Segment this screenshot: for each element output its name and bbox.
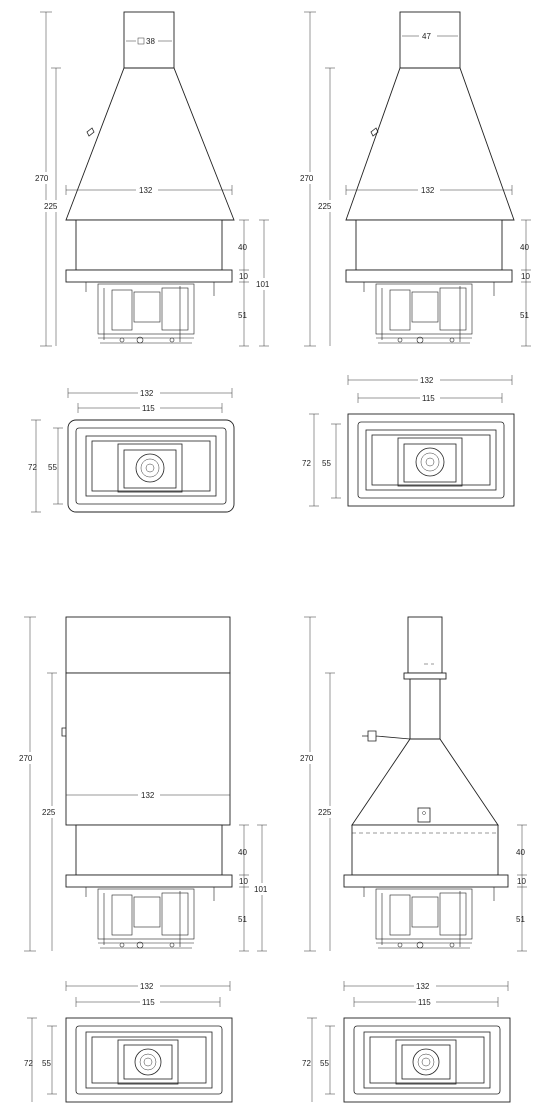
firebox-height-label: 101 (254, 885, 268, 894)
dim-lower-label: 51 (516, 915, 525, 924)
total-height-label: 270 (300, 174, 314, 183)
plan-outer-depth-label: 72 (302, 1059, 311, 1068)
dim-mid-label: 10 (521, 272, 530, 281)
conical-hood (65, 67, 235, 221)
dim-mid-label: 10 (517, 877, 526, 886)
plan-view-1: 132 115 72 55 (28, 387, 235, 513)
hood-bracket (417, 807, 431, 823)
flue-size-label: 38 (146, 37, 155, 46)
hood-height-label: 225 (318, 202, 332, 211)
firebox-mechanism (363, 282, 495, 344)
flue-pipe (123, 11, 175, 69)
hood-height-label: 225 (44, 202, 58, 211)
firebox-body (75, 824, 223, 876)
plan-outer-depth-label: 72 (28, 463, 37, 472)
square-symbol-icon (137, 37, 145, 45)
hood-width-label: 132 (139, 186, 153, 195)
lower-flue-pipe (409, 678, 441, 740)
flue-width-label: 47 (422, 32, 431, 41)
total-height-label: 270 (19, 754, 33, 763)
elevation-conical-hood-2: 47 132 270 225 40 10 51 (298, 11, 531, 347)
firebox-body (75, 219, 223, 271)
plan-view-4: 132 115 72 55 (302, 980, 511, 1103)
hearth-shelf (343, 874, 509, 888)
plan-outline (65, 1017, 233, 1103)
firebox-body (351, 824, 499, 876)
dim-lower-label: 51 (238, 311, 247, 320)
plan-outline (347, 413, 515, 507)
plan-outline (67, 419, 235, 513)
hearth-shelf (65, 874, 233, 888)
grate-icon (412, 1048, 440, 1076)
firebox-height-label: 101 (256, 280, 270, 289)
plan-inner-width-label: 115 (418, 998, 431, 1007)
dim-mid-label: 10 (239, 272, 248, 281)
elevation-chimney-hood: 270 225 40 10 51 (298, 616, 527, 952)
hood-handle-icon (61, 727, 66, 737)
dim-mid-label: 10 (239, 877, 248, 886)
upper-flue-pipe (407, 616, 443, 674)
plan-view-2: 132 115 72 55 (302, 374, 515, 507)
firebox-mechanism (85, 282, 215, 344)
hearth-shelf (65, 269, 233, 283)
total-height-label: 270 (300, 754, 314, 763)
plan-outer-width-label: 132 (140, 389, 154, 398)
grate-icon (135, 453, 165, 483)
plan-inner-depth-label: 55 (322, 459, 331, 468)
hood-height-label: 225 (42, 808, 56, 817)
conical-hood (345, 67, 515, 221)
grate-icon (415, 447, 445, 477)
dim-lower-label: 51 (520, 311, 529, 320)
plan-inner-depth-label: 55 (48, 463, 57, 472)
plan-outer-depth-label: 72 (302, 459, 311, 468)
plan-outer-width-label: 132 (140, 982, 154, 991)
hood-handle-icon (370, 127, 379, 137)
plan-outline (343, 1017, 511, 1103)
total-height-label: 270 (35, 174, 49, 183)
hood-height-label: 225 (318, 808, 332, 817)
plan-inner-width-label: 115 (422, 394, 435, 403)
flue-collar (403, 672, 447, 680)
dim-upper-label: 40 (516, 848, 525, 857)
dim-upper-label: 40 (238, 243, 247, 252)
firebox-mechanism (85, 887, 215, 949)
elevation-conical-hood-1: 38 132 270 225 40 10 51 101 (33, 11, 274, 347)
plan-outer-width-label: 132 (416, 982, 430, 991)
plan-inner-depth-label: 55 (320, 1059, 329, 1068)
firebox-body (355, 219, 503, 271)
firebox-mechanism (363, 887, 495, 949)
hood-width-label: 132 (421, 186, 435, 195)
elevation-box-hood: 132 270 225 40 10 51 101 (17, 616, 272, 952)
plan-inner-width-label: 115 (142, 404, 155, 413)
plan-outer-width-label: 132 (420, 376, 434, 385)
dim-upper-label: 40 (520, 243, 529, 252)
plan-outer-depth-label: 72 (24, 1059, 33, 1068)
hood-width-label: 132 (141, 791, 155, 800)
damper-lever-icon (362, 730, 411, 742)
grate-icon (134, 1048, 162, 1076)
hood-handle-icon (86, 127, 95, 137)
plan-view-3: 132 115 72 55 (24, 980, 233, 1103)
box-hood (65, 672, 231, 826)
plan-inner-depth-label: 55 (42, 1059, 51, 1068)
hearth-shelf (345, 269, 513, 283)
upper-casing (65, 616, 231, 674)
dim-upper-label: 40 (238, 848, 247, 857)
dim-lower-label: 51 (238, 915, 247, 924)
plan-inner-width-label: 115 (142, 998, 155, 1007)
